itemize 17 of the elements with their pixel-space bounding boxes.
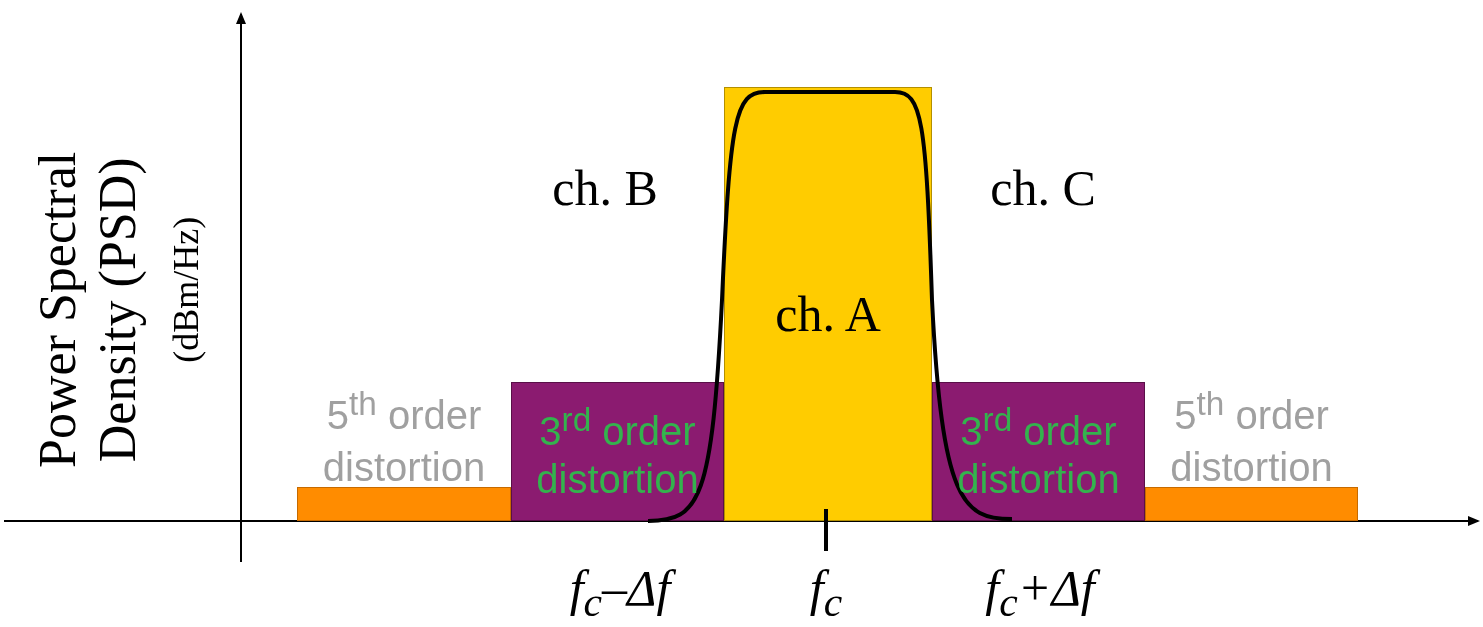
distortion-bar <box>297 487 511 521</box>
frequency-label: f$_{c}$–Δf <box>500 560 740 627</box>
distortion-label: 5$^{th}$ order distortion <box>321 384 487 492</box>
distortion-bar <box>932 382 1145 521</box>
channel-bar <box>724 87 932 521</box>
distortion-bar <box>1145 487 1358 521</box>
frequency-label: f$_{c}$+Δf <box>920 560 1160 627</box>
axis-unit: (dBm/Hz) <box>166 215 208 365</box>
channel-label: ch. C <box>989 160 1097 218</box>
distortion-label: 5$^{th}$ order distortion <box>1169 384 1334 492</box>
axis-title: Power Spectral Density (PSD) <box>28 150 147 470</box>
distortion-bar <box>511 382 724 521</box>
channel-label: ch. B <box>551 160 659 218</box>
frequency-label: f$_{c}$ <box>808 560 844 627</box>
channel-label: ch. A <box>774 285 882 344</box>
distortion-label: 3$^{rd}$ order distortion <box>535 399 700 504</box>
distortion-label: 3$^{rd}$ order distortion <box>956 399 1121 504</box>
